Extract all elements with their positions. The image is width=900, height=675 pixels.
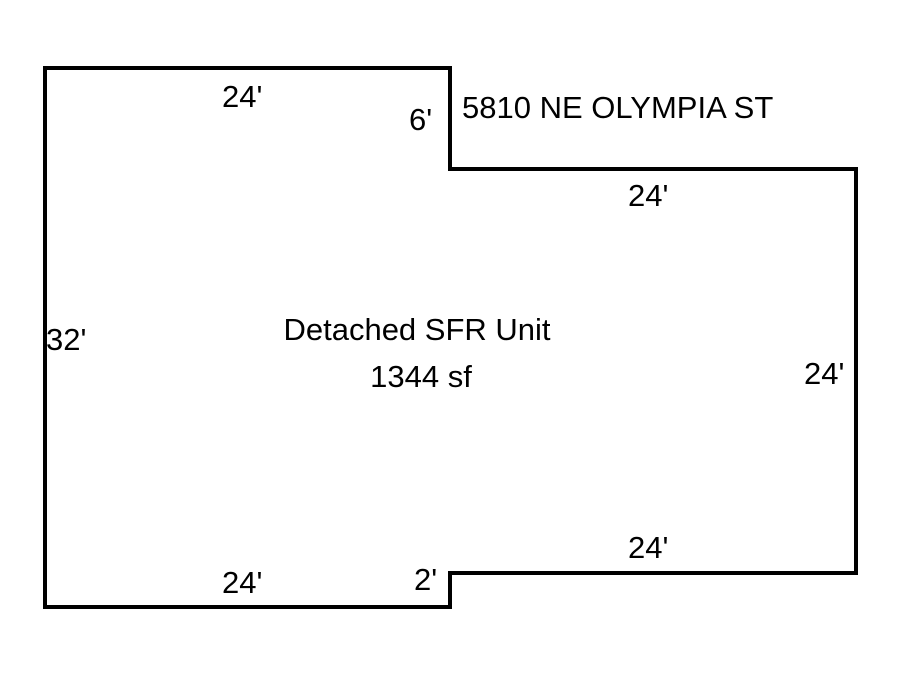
- dimension-notch-top: 6': [409, 102, 432, 137]
- building-outline: [43, 66, 858, 609]
- unit-name: Detached SFR Unit: [283, 312, 550, 347]
- dimension-right: 24': [804, 356, 844, 391]
- dimension-bottom-left: 24': [222, 565, 262, 600]
- dimension-bottom-right: 24': [628, 530, 668, 565]
- dimension-left: 32': [46, 322, 86, 357]
- dimension-notch-bottom: 2': [414, 562, 437, 597]
- unit-area: 1344 sf: [370, 359, 472, 394]
- dimension-top-left: 24': [222, 79, 262, 114]
- dimension-top-right: 24': [628, 178, 668, 213]
- address-label: 5810 NE OLYMPIA ST: [462, 90, 773, 125]
